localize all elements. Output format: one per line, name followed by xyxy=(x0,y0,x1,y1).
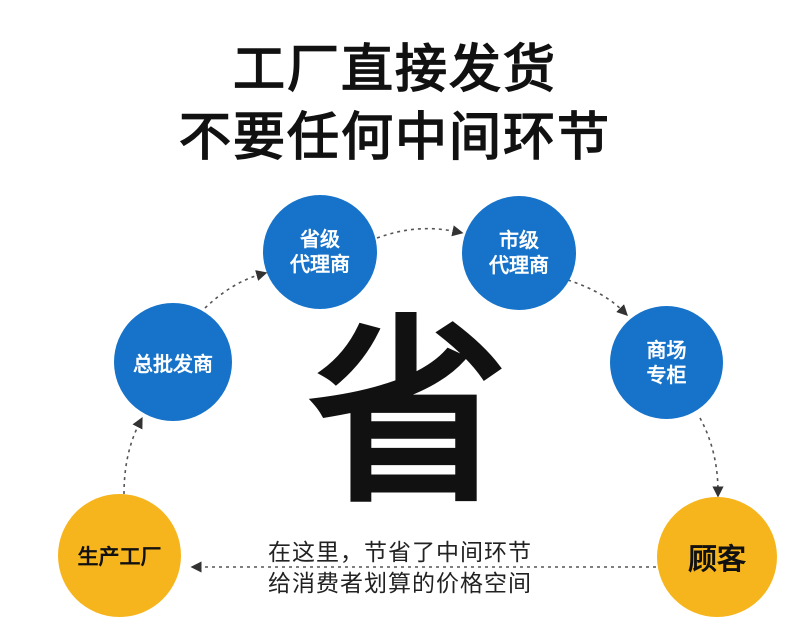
node-factory: 生产工厂 xyxy=(58,494,181,617)
arrow-mall-to-customer xyxy=(699,417,724,498)
node-city-agent: 市级 代理商 xyxy=(462,196,576,310)
arrow-factory-to-wholesale xyxy=(123,417,143,495)
node-province-agent: 省级 代理商 xyxy=(263,195,377,309)
node-factory-label: 生产工厂 xyxy=(77,544,162,569)
node-customer-label: 顾客 xyxy=(687,542,746,576)
caption-line2: 给消费者划算的价格空间 xyxy=(268,571,532,597)
node-mall-counter: 商场 专柜 xyxy=(610,306,723,419)
node-mall-label: 商场 专柜 xyxy=(646,337,687,387)
heading-line2: 不要任何中间环节 xyxy=(178,108,611,168)
arrow-city-to-mall xyxy=(567,279,628,316)
node-wholesale-label: 总批发商 xyxy=(133,351,213,376)
node-city-label: 市级 代理商 xyxy=(489,228,549,277)
arrow-wholesale-to-province xyxy=(204,270,268,309)
node-customer: 顾客 xyxy=(657,497,777,617)
node-wholesale: 总批发商 xyxy=(114,303,232,421)
center-character: 省 xyxy=(307,298,508,531)
heading-line1: 工厂直接发货 xyxy=(232,40,557,100)
caption-line1: 在这里，节省了中间环节 xyxy=(268,540,532,566)
node-province-label: 省级 代理商 xyxy=(290,227,350,276)
arrow-province-to-city xyxy=(376,225,464,239)
